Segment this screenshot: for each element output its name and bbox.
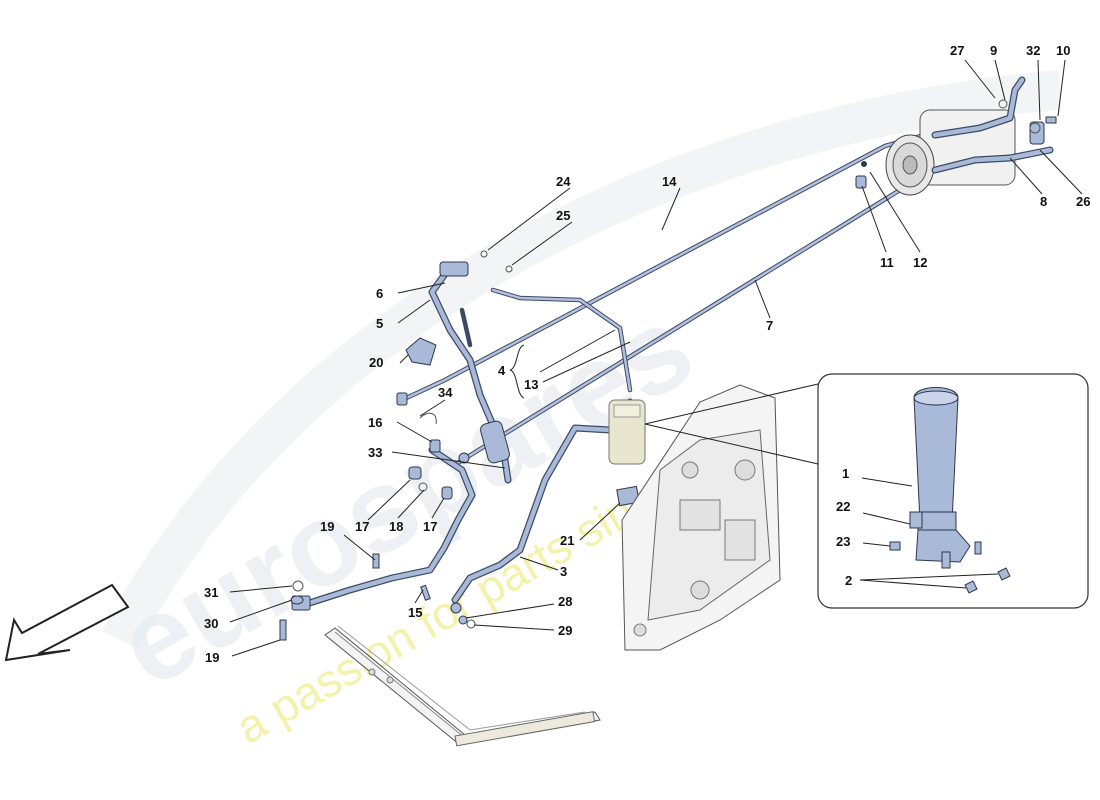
callout-7: 7 <box>766 318 773 333</box>
callout-31: 31 <box>204 585 218 600</box>
detail-box <box>644 373 1089 609</box>
callout-5: 5 <box>376 316 383 331</box>
callout-17b: 17 <box>423 519 437 534</box>
callout-9: 9 <box>990 43 997 58</box>
callout-29: 29 <box>558 623 572 638</box>
callout-18: 18 <box>389 519 403 534</box>
direction-arrow-icon <box>4 583 130 662</box>
callout-34: 34 <box>438 385 453 400</box>
callout-24: 24 <box>556 174 571 189</box>
callout-23: 23 <box>836 534 850 549</box>
leader-lines <box>229 59 1083 657</box>
callout-3: 3 <box>560 564 567 579</box>
callout-13: 13 <box>524 377 538 392</box>
callout-22: 22 <box>836 499 850 514</box>
callout-16: 16 <box>368 415 382 430</box>
callout-26: 26 <box>1076 194 1090 209</box>
callout-4: 4 <box>498 363 506 378</box>
callout-28: 28 <box>558 594 572 609</box>
callout-21: 21 <box>560 533 574 548</box>
hose-assembly <box>405 261 512 484</box>
callout-14: 14 <box>662 174 677 189</box>
callout-labels: 1 2 3 4 5 6 7 8 9 10 11 12 13 14 15 16 1… <box>204 43 1090 665</box>
callout-19b: 19 <box>205 650 219 665</box>
callout-27: 27 <box>950 43 964 58</box>
mounting-bracket <box>621 384 781 651</box>
callout-19a: 19 <box>320 519 334 534</box>
lower-hose <box>291 398 634 614</box>
callout-15: 15 <box>408 605 422 620</box>
callout-33: 33 <box>368 445 382 460</box>
detail-drier <box>889 387 1011 594</box>
callout-12: 12 <box>913 255 927 270</box>
callout-10: 10 <box>1056 43 1070 58</box>
callout-25: 25 <box>556 208 570 223</box>
callout-6: 6 <box>376 286 383 301</box>
condenser <box>324 625 601 747</box>
callout-11: 11 <box>880 255 894 270</box>
callout-2: 2 <box>845 573 852 588</box>
callout-32: 32 <box>1026 43 1040 58</box>
callout-30: 30 <box>204 616 218 631</box>
callout-1: 1 <box>842 466 849 481</box>
receiver-drier <box>608 399 646 507</box>
callout-17a: 17 <box>355 519 369 534</box>
callout-8: 8 <box>1040 194 1047 209</box>
callout-20: 20 <box>369 355 383 370</box>
